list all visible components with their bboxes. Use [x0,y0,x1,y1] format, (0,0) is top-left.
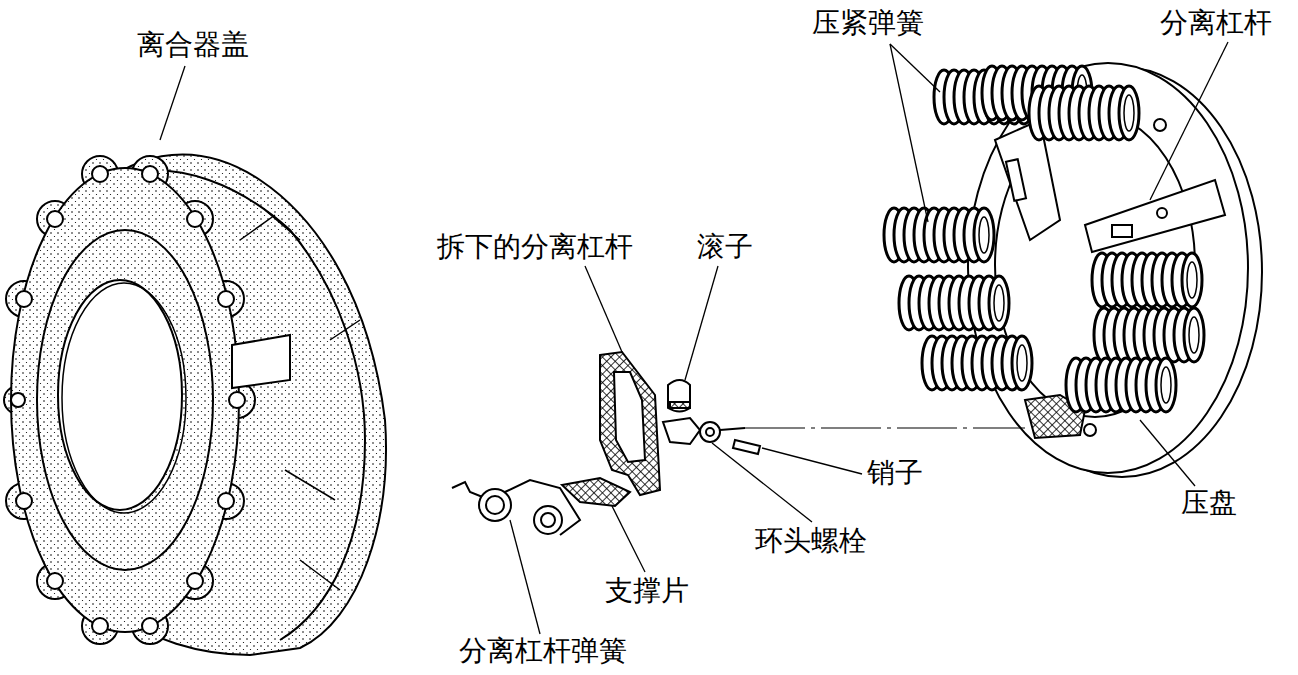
part-label: 压紧弹簧 [812,8,924,39]
part-label: 分离杠杆 [1160,8,1272,39]
part-label: 离合器盖 [137,30,249,61]
part-label: 拆下的分离杠杆 [437,232,633,263]
removed-lever [452,352,760,535]
part-label: 销子 [867,458,923,489]
part-label: 环头螺栓 [755,526,867,557]
part-label: 压盘 [1181,488,1237,519]
clutch-cover [4,155,386,655]
leader-lines [160,42,1228,634]
pressure-springs [884,66,1204,412]
part-label: 滚子 [697,232,753,263]
part-label: 分离杠杆弹簧 [459,636,627,667]
part-label: 支撑片 [605,576,689,607]
